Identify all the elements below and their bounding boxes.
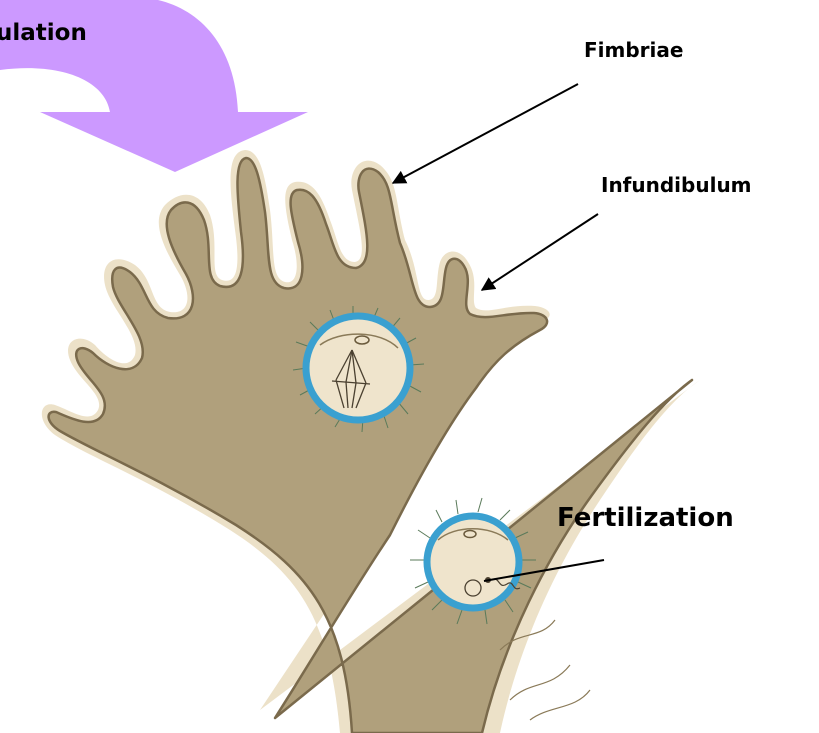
fimbriae-label: Fimbriae — [584, 40, 683, 60]
fimbriae-arrow — [393, 84, 578, 183]
oviduct-tube — [42, 150, 700, 733]
ovulation-label: ulation — [0, 22, 87, 45]
fertilization-label: Fertilization — [557, 505, 734, 531]
infundibulum-arrow — [482, 214, 598, 290]
infundibulum-label: Infundibulum — [601, 175, 752, 195]
